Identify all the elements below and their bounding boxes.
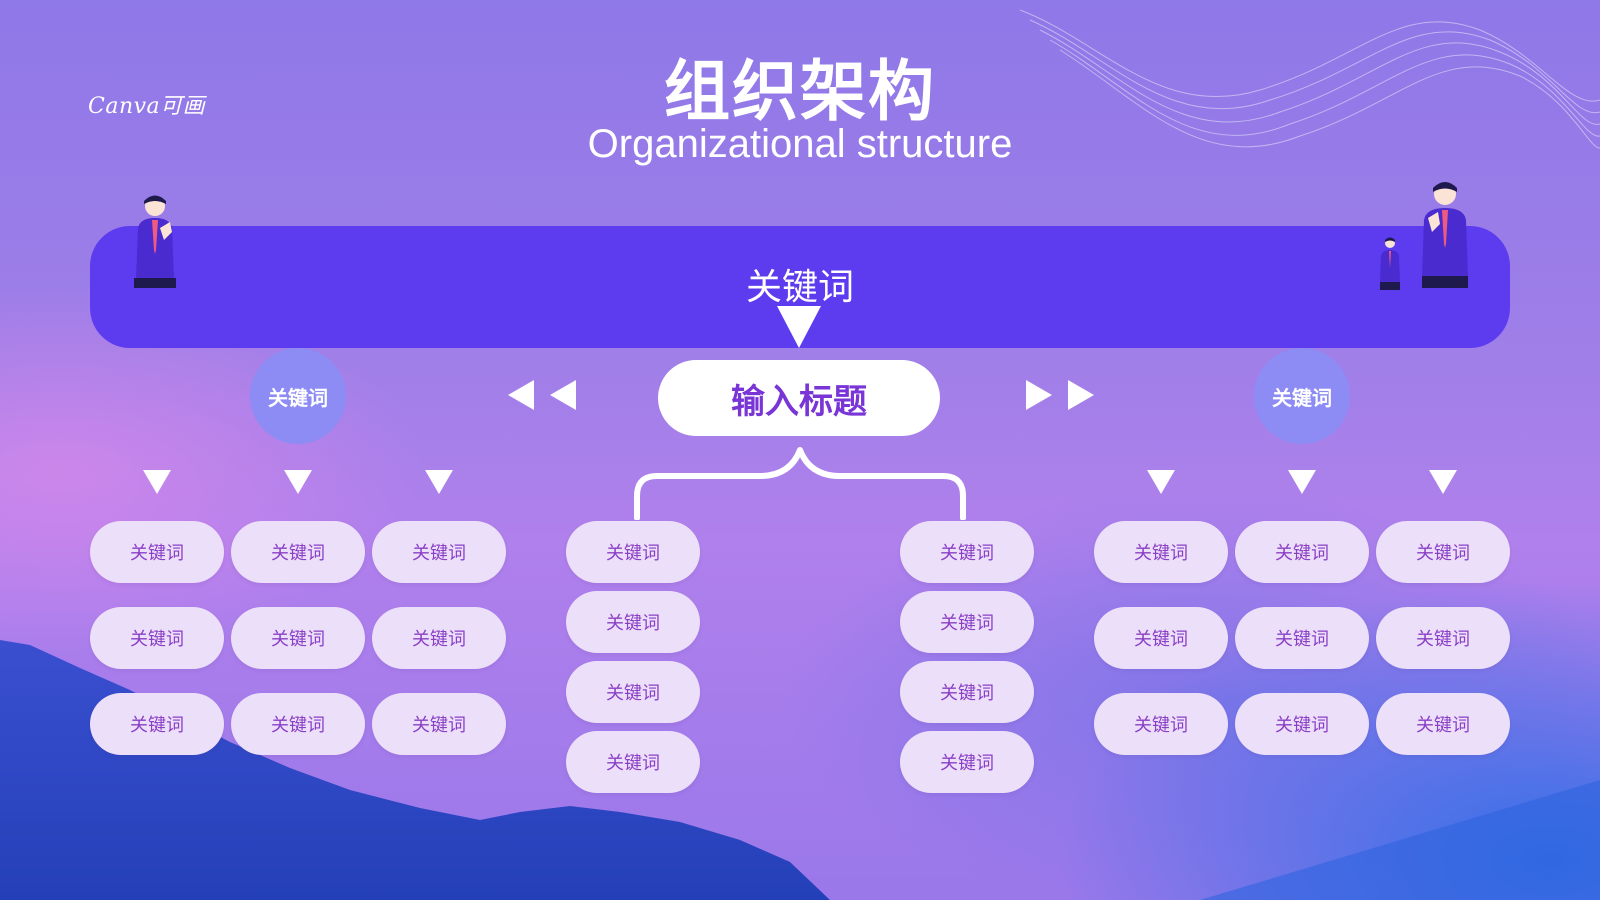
keyword-pill: 关键词: [1094, 693, 1228, 755]
left-arrow-icon: [508, 380, 534, 410]
businessman-illustration-right: [1422, 182, 1468, 288]
keyword-pill: 关键词: [1094, 521, 1228, 583]
keyword-pill: 关键词: [372, 607, 506, 669]
keyword-pill: 关键词: [372, 693, 506, 755]
canva-logo: Canva可画: [88, 94, 206, 119]
center-title-box: 输入标题: [658, 360, 940, 436]
keyword-pill: 关键词: [231, 521, 365, 583]
keyword-pill: 关键词: [900, 731, 1034, 793]
right-arrow-icon: [1026, 380, 1052, 410]
keyword-pill: 关键词: [90, 521, 224, 583]
right-category-circle: 关键词: [1254, 348, 1350, 444]
small-figure-illustration: [1380, 237, 1400, 290]
keyword-pill: 关键词: [1235, 693, 1369, 755]
down-arrow-icon: [1429, 470, 1457, 494]
left-arrow-icon: [550, 380, 576, 410]
keyword-pill: 关键词: [900, 521, 1034, 583]
down-arrow-icon: [284, 470, 312, 494]
keyword-pill: 关键词: [566, 661, 700, 723]
page-subtitle: Organizational structure: [587, 122, 1013, 166]
keyword-pill: 关键词: [1235, 521, 1369, 583]
down-arrow-icon: [1288, 470, 1316, 494]
keyword-pill: 关键词: [1376, 607, 1510, 669]
keyword-pill: 关键词: [1094, 607, 1228, 669]
keyword-pill: 关键词: [566, 591, 700, 653]
keyword-pill: 关键词: [900, 661, 1034, 723]
left-category-circle: 关键词: [250, 348, 346, 444]
keyword-pill: 关键词: [231, 607, 365, 669]
keyword-pill: 关键词: [1235, 607, 1369, 669]
keyword-pill: 关键词: [1376, 693, 1510, 755]
right-arrow-icon: [1068, 380, 1094, 410]
keyword-pill: 关键词: [566, 521, 700, 583]
keyword-pill: 关键词: [90, 607, 224, 669]
page-title: 组织架构: [664, 53, 936, 130]
banner-label: 关键词: [745, 267, 854, 308]
keyword-pill: 关键词: [231, 693, 365, 755]
down-arrow-icon: [143, 470, 171, 494]
banner-down-arrow-icon: [777, 306, 821, 348]
keyword-pill: 关键词: [900, 591, 1034, 653]
keyword-pill: 关键词: [372, 521, 506, 583]
decorative-waves: [1019, 9, 1600, 149]
keyword-pill: 关键词: [1376, 521, 1510, 583]
center-brace-connector: [634, 447, 966, 520]
keyword-pill: 关键词: [566, 731, 700, 793]
down-arrow-icon: [425, 470, 453, 494]
keyword-pill: 关键词: [90, 693, 224, 755]
businessman-illustration-left: [134, 195, 176, 288]
down-arrow-icon: [1147, 470, 1175, 494]
